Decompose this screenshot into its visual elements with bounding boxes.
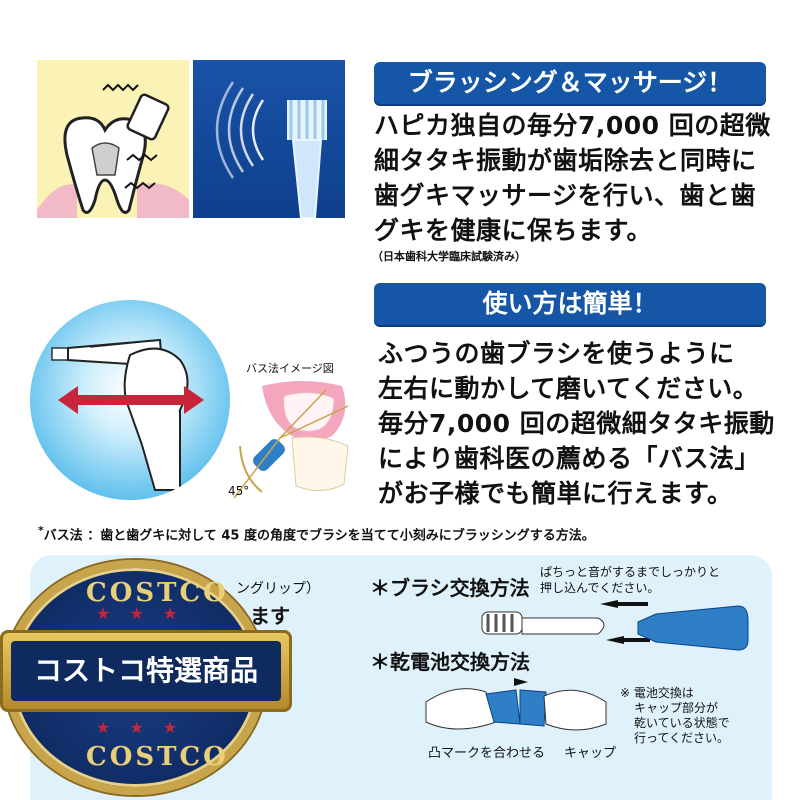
grip-partial-text-2: ます (250, 604, 290, 628)
brush-note-line-1: ぱちっと音がするまでしっかりと (540, 565, 721, 579)
star-icon: ★ (162, 604, 178, 623)
brush-note-line-2: 押し込んでください。 (540, 581, 660, 595)
brush-vibration-icon (215, 81, 327, 218)
brush-replacement-illustration (478, 600, 768, 664)
bass-method-icon (233, 381, 349, 499)
angle-label: 45° (228, 484, 250, 498)
clinical-test-note: （日本歯科大学臨床試験済み） (372, 250, 526, 263)
battery-note: ※ 電池交換は キャップ部分が 乾いている状態で 行ってください。 (620, 686, 730, 746)
brushing-massage-heading: ブラッシング＆マッサージ！ (374, 62, 766, 104)
battery-note-line-4: 行ってください。 (634, 731, 730, 745)
battery-replacement-illustration (416, 672, 616, 746)
star-icon: ★ (96, 718, 111, 737)
align-mark-label: 凸マークを合わせる (428, 746, 546, 761)
star-icon: ★ (96, 604, 111, 623)
grip-partial-text: ングリップ） (236, 581, 320, 597)
badge-stars-top: ★ ★ ★ (96, 604, 177, 623)
usage-line-4: により歯科医の薦める「バス法」 (378, 444, 761, 473)
left-right-arrow-icon (58, 386, 204, 414)
vibration-illustration (193, 60, 345, 218)
star-icon: ★ (129, 718, 144, 737)
brushing-line-2: 細タタキ振動が歯垢除去と同時に (374, 146, 757, 175)
footnote-marker: * (38, 524, 44, 537)
bass-method-illustration: 45° (222, 376, 356, 526)
usage-line-1: ふつうの歯ブラシを使うように (378, 339, 735, 368)
brushing-line-4: グキを健康に保ちます。 (374, 216, 653, 245)
tooth-icon (37, 83, 189, 218)
usage-line-5: がお子様でも簡単に行えます。 (378, 479, 733, 508)
twist-arrow-icon (514, 678, 528, 686)
badge-stars-bottom: ★ ★ ★ (96, 718, 177, 737)
brushing-line-1: ハピカ独自の毎分7,000 回の超微 (374, 111, 771, 140)
brush-replacement-note: ぱちっと音がするまでしっかりと 押し込んでください。 (540, 564, 720, 596)
tooth-illustration (37, 60, 189, 218)
bass-method-footnote: *バス法 ：歯と歯グキに対して 45 度の角度でブラシを当てて小刻みにブラッシン… (38, 524, 595, 543)
usage-line-2: 左右に動かして磨いてください。 (378, 374, 759, 403)
brush-replacement-title: ＊ブラシ交換方法 (370, 576, 530, 600)
push-arrow-icon (600, 600, 648, 608)
cap-label: キャップ (564, 746, 617, 761)
usage-line-3: 毎分7,000 回の超微細タタキ振動 (378, 409, 775, 438)
badge-bottom-text: COSTCO (86, 742, 229, 772)
usage-description: ふつうの歯ブラシを使うように 左右に動かして磨いてください。 毎分7,000 回… (378, 336, 798, 511)
battery-note-line-1: ※ 電池交換は (620, 686, 694, 700)
battery-cap-icon (425, 678, 607, 731)
brush-head-icon (481, 600, 749, 651)
badge-top-text: COSTCO (86, 578, 229, 608)
footnote-text: バス法 ：歯と歯グキに対して 45 度の角度でブラシを当てて小刻みにブラッシング… (43, 528, 595, 544)
battery-replacement-title: ＊乾電池交換方法 (370, 650, 530, 674)
battery-note-line-2: キャップ部分が (634, 701, 719, 715)
easy-usage-heading: 使い方は簡単！ (374, 283, 766, 325)
hand-brush-icon (51, 338, 204, 491)
badge-ribbon-text: コストコ特選商品 (11, 641, 281, 701)
brushing-line-3: 歯グキマッサージを行い、歯と歯 (374, 181, 757, 210)
star-icon: ★ (129, 604, 144, 623)
star-icon: ★ (162, 718, 178, 737)
battery-note-line-3: 乾いている状態で (634, 716, 730, 730)
usage-circle-illustration (30, 300, 230, 500)
badge-ribbon: コストコ特選商品 (0, 630, 292, 712)
brushing-description: ハピカ独自の毎分7,000 回の超微 細タタキ振動が歯垢除去と同時に 歯グキマッ… (374, 108, 794, 248)
bass-method-caption: バス法イメージ図 (246, 362, 334, 375)
